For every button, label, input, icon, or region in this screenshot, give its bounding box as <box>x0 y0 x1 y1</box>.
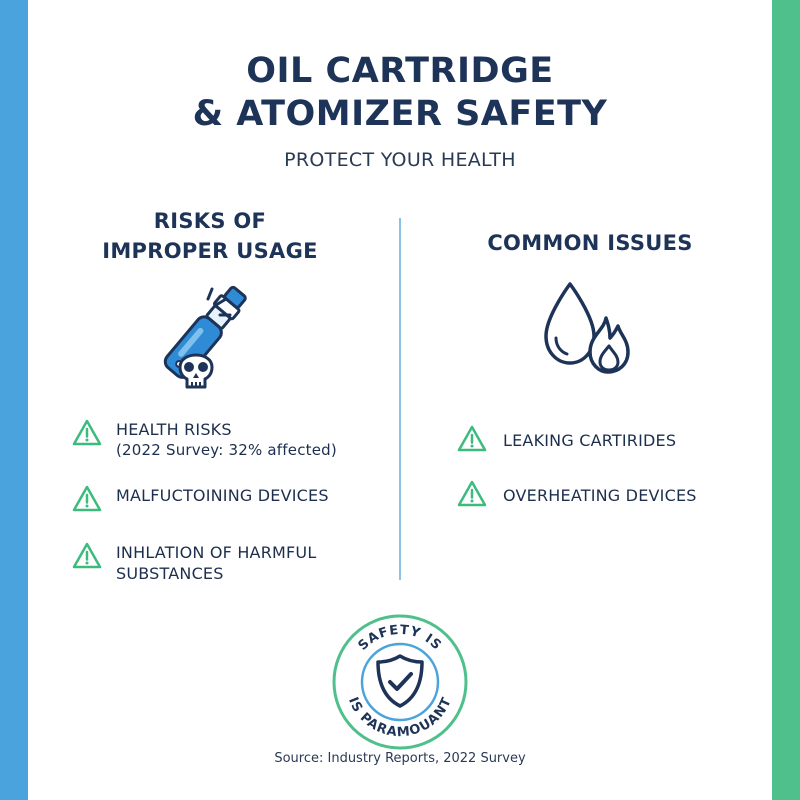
risk-item-subtext: (2022 Survey: 32% affected) <box>116 441 337 459</box>
warning-triangle-icon <box>72 542 102 569</box>
warning-triangle-icon <box>457 425 487 452</box>
common-issues-heading: COMMON ISSUES <box>420 228 760 258</box>
risk-item-label: HEALTH RISKS <box>116 420 232 439</box>
source-note: Source: Industry Reports, 2022 Survey <box>274 751 526 766</box>
warning-triangle-icon <box>72 419 102 446</box>
risks-heading: RISKS OF IMPROPER USAGE <box>60 206 360 266</box>
warning-triangle-icon <box>72 485 102 512</box>
droplet-flame-icon <box>544 282 630 374</box>
safety-seal: SAFETY IS IS PARAMOUANT <box>332 614 468 750</box>
shield-check-icon <box>376 654 424 708</box>
risks-heading-line-1: RISKS OF <box>153 209 267 233</box>
risk-item-inhalation: INHLATION OF HARMFUL SUBSTANCES <box>72 541 316 584</box>
risk-item-malfunction: MALFUCTOINING DEVICES <box>72 484 329 514</box>
title-line-1: OIL CARTRIDGE <box>246 51 554 91</box>
issue-item-label: OVERHEATING DEVICES <box>503 486 697 505</box>
risks-heading-line-2: IMPROPER USAGE <box>102 239 318 263</box>
risk-item-label-line-1: INHLATION OF HARMFUL <box>116 543 317 562</box>
issue-item-overheating: OVERHEATING DEVICES <box>457 479 697 509</box>
warning-triangle-icon <box>457 480 487 507</box>
column-divider <box>399 218 401 580</box>
vape-pen-skull-icon <box>163 285 247 389</box>
issue-item-label: LEAKING CARTIRIDES <box>503 431 677 450</box>
page-title: OIL CARTRIDGE & ATOMIZER SAFETY <box>28 50 772 136</box>
risk-item-label-line-2: SUBSTANCES <box>116 564 224 583</box>
left-color-band <box>0 0 28 800</box>
title-line-2: & ATOMIZER SAFETY <box>192 94 608 134</box>
issue-item-leaking: LEAKING CARTIRIDES <box>457 424 676 454</box>
right-color-band <box>772 0 800 800</box>
page-subtitle: PROTECT YOUR HEALTH <box>284 149 516 171</box>
common-issues-heading-text: COMMON ISSUES <box>487 231 693 255</box>
risk-item-health: HEALTH RISKS (2022 Survey: 32% affected) <box>72 418 337 461</box>
risk-item-label: MALFUCTOINING DEVICES <box>116 486 329 505</box>
